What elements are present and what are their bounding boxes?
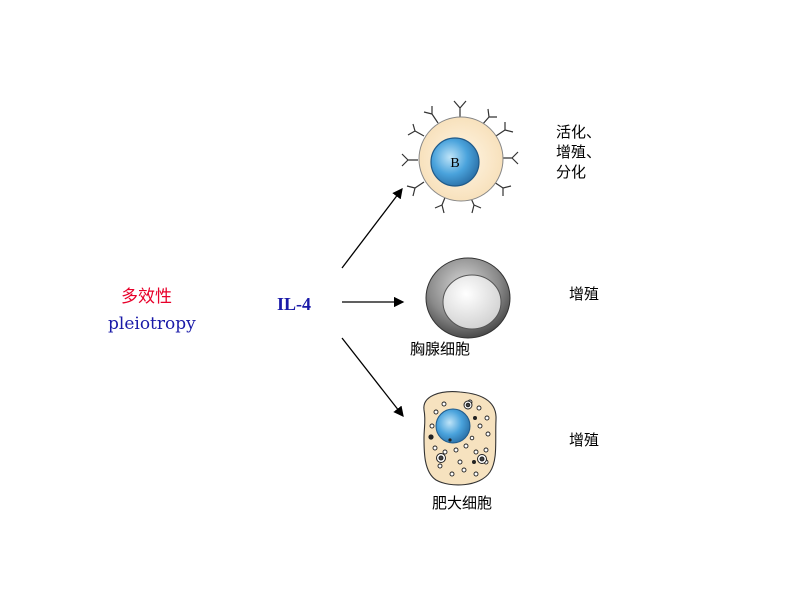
b-cell-letter: B — [450, 156, 459, 171]
thymocyte-inner — [442, 274, 502, 330]
pleiotropy-chinese-label: 多效性 — [121, 287, 172, 307]
mast-cell-large-granules — [436, 400, 487, 464]
mast-cell — [423, 391, 497, 486]
pleiotropy-english-label: pleiotropy — [108, 314, 196, 334]
il4-label: IL-4 — [277, 294, 312, 314]
thymocyte-cell — [425, 257, 511, 339]
b-cell-nucleus — [430, 137, 480, 187]
b-cell: B — [401, 100, 519, 214]
mast-cell-effect-label: 增殖 — [569, 431, 600, 449]
mast-cell-label: 肥大细胞 — [432, 494, 493, 512]
mast-cell-granules — [429, 399, 491, 477]
mast-cell-dark-granules — [428, 416, 477, 464]
arrow-to-mast-cell — [341, 337, 404, 418]
b-cell-effect-label: 活化、 增殖、 分化 — [556, 123, 602, 181]
thymocyte-label: 胸腺细胞 — [410, 340, 471, 358]
mast-cell-nucleus — [435, 408, 471, 444]
arrow-to-b-cell — [341, 187, 403, 269]
thymocyte-effect-label: 增殖 — [569, 285, 600, 303]
